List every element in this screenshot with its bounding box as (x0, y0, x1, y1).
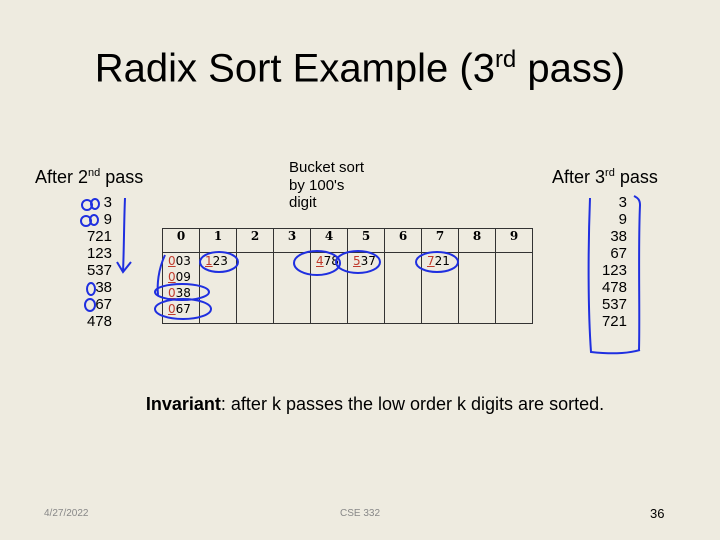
note-line: Bucket sort (289, 159, 365, 176)
hundreds-digit: 1 (205, 254, 213, 268)
after-3rd-pass-label: After 3rd pass (552, 167, 658, 187)
ink-bracket (587, 195, 642, 355)
ink-circle (86, 282, 96, 296)
list-value: 9 (618, 211, 627, 228)
ink-bracket (156, 254, 166, 296)
bucket-header: 3 (273, 228, 311, 253)
bucket-header: 2 (236, 228, 274, 253)
bucket-cell (236, 252, 274, 324)
note-line: digit (289, 194, 317, 211)
list-value: 478 (601, 279, 627, 296)
bucket-header: 7 (421, 228, 459, 253)
bucket-header: 6 (384, 228, 422, 253)
hundreds-digit: 4 (316, 254, 324, 268)
lower-digits: 09 (175, 270, 191, 284)
ink-circle (293, 250, 341, 276)
ink-circle (199, 251, 239, 273)
footer-course: CSE 332 (340, 508, 381, 519)
bucket-entry: 478 (316, 253, 347, 269)
page-number: 36 (650, 506, 665, 521)
bucket-cell (273, 252, 311, 324)
list-value: 3 (618, 194, 627, 211)
hundreds-digit: 0 (168, 302, 176, 316)
bucket-header: 8 (458, 228, 496, 253)
bucket-entry: 067 (168, 301, 199, 317)
list-value: 537 (601, 296, 627, 313)
hundreds-digit: 7 (427, 254, 435, 268)
note-line: by 100's (289, 176, 345, 194)
list-value: 721 (601, 313, 627, 330)
list-value: 123 (601, 262, 627, 279)
footer-date: 4/27/2022 (44, 508, 89, 519)
list-value: 3 (103, 194, 112, 211)
list-value: 67 (95, 296, 112, 313)
bucket-entry: 038 (168, 285, 199, 301)
slide-title: Radix Sort Example (3rd pass) (94, 46, 626, 91)
bucket-sort-note: Bucket sort by 100's digit (289, 159, 409, 212)
arrow-down-icon (116, 197, 132, 274)
list-value: 38 (95, 279, 112, 296)
list-value: 478 (86, 313, 112, 330)
list-value: 9 (103, 211, 112, 228)
list-value: 537 (86, 262, 112, 279)
ink-circle (154, 298, 212, 320)
bucket-entry: 123 (205, 253, 236, 269)
bucket-cell (495, 252, 533, 324)
ink-circle (335, 250, 381, 274)
list-value: 67 (610, 245, 627, 262)
lower-digits: 03 (175, 254, 191, 268)
ink-circle (415, 251, 459, 273)
bucket-entry: 009 (168, 269, 199, 285)
after-2nd-pass-label: After 2nd pass (35, 167, 144, 187)
bucket-entry: 537 (353, 253, 384, 269)
lower-digits: 21 (434, 254, 450, 268)
list-value: 721 (86, 228, 112, 245)
list-value: 38 (610, 228, 627, 245)
ink-circle (84, 298, 96, 312)
lower-digits: 23 (212, 254, 228, 268)
lower-digits: 38 (175, 286, 191, 300)
hundreds-digit: 0 (168, 270, 176, 284)
bucket-cell (458, 252, 496, 324)
hundreds-digit: 0 (168, 286, 176, 300)
bucket-entry: 003 (168, 253, 199, 269)
ink-circle (154, 283, 210, 301)
lower-digits: 37 (360, 254, 376, 268)
lower-digits: 78 (323, 254, 339, 268)
hundreds-digit: 5 (353, 254, 361, 268)
hundreds-digit: 0 (168, 254, 176, 268)
invariant-statement: Invariant: after k passes the low order … (145, 394, 605, 414)
list-value: 123 (86, 245, 112, 262)
bucket-entry: 721 (427, 253, 458, 269)
lower-digits: 67 (175, 302, 191, 316)
